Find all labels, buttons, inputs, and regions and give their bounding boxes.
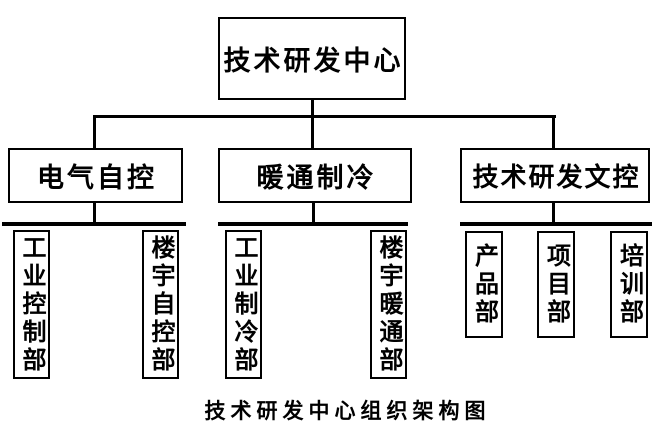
subdept-label-building-hvac: 楼宇暖通部 bbox=[375, 234, 402, 375]
subdept-label-industrial-refrigeration: 工业制冷部 bbox=[230, 234, 257, 375]
subdept-label-product: 产品部 bbox=[470, 242, 498, 327]
chart-caption: 技术研发中心组织架构图 bbox=[204, 400, 491, 423]
dept-box-doc-control: 技术研发文控 bbox=[460, 148, 650, 203]
subdept-label-training: 培训部 bbox=[615, 242, 643, 327]
connector-electrical-drop bbox=[93, 201, 96, 223]
dept-label-doc-control: 技术研发文控 bbox=[472, 162, 641, 192]
subdept-box-project: 项目部 bbox=[537, 231, 575, 338]
connector-doc-control-drop bbox=[552, 201, 555, 223]
subdept-box-industrial-control: 工业控制部 bbox=[13, 230, 50, 379]
connector-left-drop bbox=[93, 115, 96, 150]
subdept-box-training: 培训部 bbox=[610, 231, 648, 338]
subdept-label-industrial-control: 工业控制部 bbox=[18, 234, 45, 375]
dept-box-hvac: 暖通制冷 bbox=[218, 148, 412, 203]
connector-root-drop bbox=[311, 99, 314, 150]
subdept-box-building-automation: 楼宇自控部 bbox=[142, 230, 179, 379]
connector-right-drop bbox=[552, 115, 555, 150]
dept-label-electrical: 电气自控 bbox=[37, 163, 157, 193]
dept-box-electrical: 电气自控 bbox=[8, 148, 183, 203]
subdept-box-industrial-refrigeration: 工业制冷部 bbox=[225, 230, 262, 379]
subdept-box-product: 产品部 bbox=[465, 231, 503, 338]
root-box: 技术研发中心 bbox=[218, 17, 406, 100]
bar-hvac bbox=[218, 222, 408, 226]
subdept-label-building-automation: 楼宇自控部 bbox=[147, 234, 174, 375]
connector-hvac-drop bbox=[312, 201, 315, 223]
dept-label-hvac: 暖通制冷 bbox=[256, 163, 377, 193]
bar-electrical bbox=[2, 222, 186, 226]
root-label: 技术研发中心 bbox=[223, 46, 404, 76]
subdept-box-building-hvac: 楼宇暖通部 bbox=[370, 230, 407, 379]
bar-doc-control bbox=[460, 222, 652, 226]
connector-level1-hline bbox=[93, 115, 556, 118]
subdept-label-project: 项目部 bbox=[542, 242, 570, 327]
